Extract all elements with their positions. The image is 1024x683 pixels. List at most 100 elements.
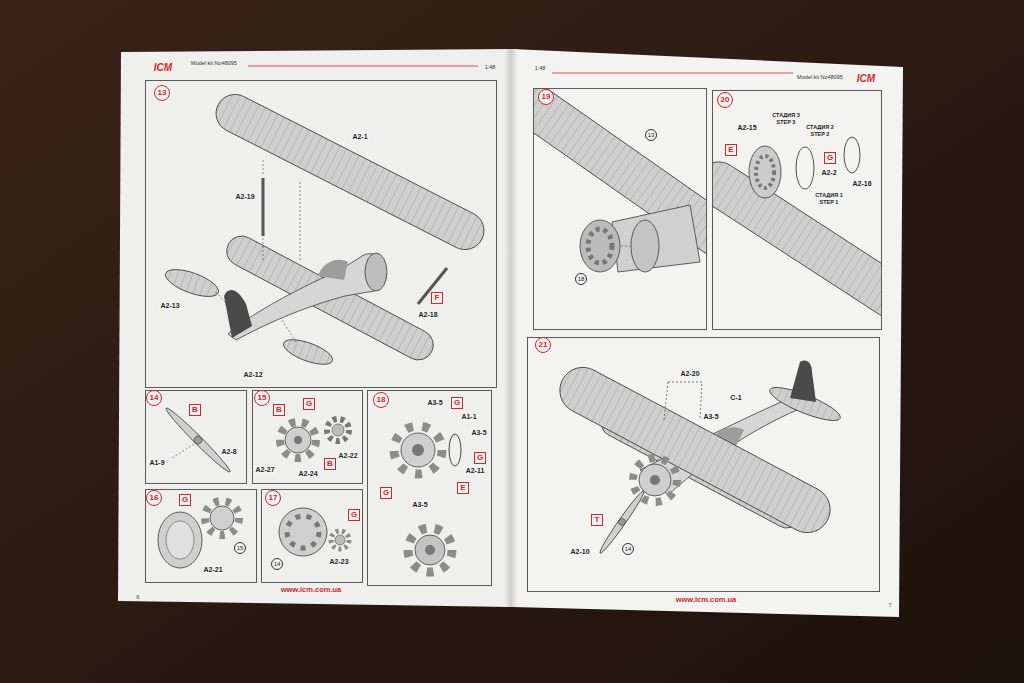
paint-code-box: G bbox=[348, 509, 360, 521]
paint-code: G bbox=[454, 399, 460, 407]
header-text: 1:48 bbox=[535, 65, 546, 71]
step-number: 18 bbox=[373, 392, 389, 408]
part-label: СТАДИЯ 3 bbox=[771, 112, 800, 118]
aircraft-drawing bbox=[533, 88, 707, 272]
engine-drawing bbox=[408, 528, 452, 572]
step-number: 21 bbox=[535, 337, 551, 353]
paint-code-box: G bbox=[303, 398, 315, 410]
step-panel: 14A2-8A1-9B bbox=[145, 390, 247, 484]
aircraft-drawing bbox=[552, 359, 838, 540]
part-label: A2-15 bbox=[736, 124, 757, 132]
aircraft-drawing bbox=[617, 517, 627, 527]
fuselage-and-wings-drawing bbox=[221, 231, 438, 365]
aircraft-drawing bbox=[650, 475, 660, 485]
part-label: A2-12 bbox=[242, 371, 263, 379]
step-panel: 20A2-15СТАДИЯ 3STEP 3СТАДИЯ 2STEP 2A2-2A… bbox=[712, 90, 882, 330]
page-number: 7 bbox=[888, 602, 891, 609]
fuselage-and-wings-drawing bbox=[262, 178, 265, 236]
engine-drawing bbox=[401, 433, 435, 467]
step-panel: 19 13 18 bbox=[533, 88, 707, 330]
fuselage-and-wings-drawing bbox=[162, 264, 221, 302]
engine-drawing bbox=[287, 516, 319, 548]
step-number: 17 bbox=[265, 490, 281, 506]
engine-drawing bbox=[415, 535, 445, 565]
part-label: A2-22 bbox=[337, 452, 358, 460]
header-text: 1:48 bbox=[485, 64, 496, 70]
propeller-drawing bbox=[192, 434, 203, 445]
aircraft-drawing bbox=[597, 489, 646, 555]
website-url: www.icm.com.ua bbox=[676, 596, 737, 605]
part-label: A3-5 bbox=[470, 429, 487, 437]
engine-drawing bbox=[412, 444, 424, 456]
booklet-pages bbox=[118, 49, 903, 617]
part-label: СТАДИЯ 2 bbox=[805, 124, 834, 130]
subassembly-number: 18 bbox=[578, 276, 585, 282]
part-label: A1-9 bbox=[148, 459, 165, 467]
fuselage-and-wings-drawing bbox=[224, 290, 252, 338]
engine-drawing bbox=[394, 426, 461, 572]
step-number: 19 bbox=[538, 89, 554, 105]
fuselage-and-wings-drawing bbox=[210, 88, 491, 256]
part-label: A2-16 bbox=[851, 180, 872, 188]
part-label: A2-13 bbox=[159, 302, 180, 310]
step-panel: 13A2-1A2-19A2-13A2-12A2-18F bbox=[145, 80, 497, 388]
aircraft-drawing bbox=[631, 220, 659, 272]
engine-drawing bbox=[280, 422, 316, 458]
step-panel: 17A2-23G14 bbox=[261, 489, 363, 583]
header-text: Model kit No48095 bbox=[191, 60, 237, 66]
paint-code-box: B bbox=[189, 404, 201, 416]
engine-drawing bbox=[327, 419, 349, 441]
engine-drawing bbox=[425, 545, 435, 555]
step-panel: 21A2-20C-1A3-5A2-10T14 bbox=[527, 337, 880, 592]
paint-code: G bbox=[351, 511, 357, 519]
fuselage-and-wings-drawing bbox=[210, 88, 491, 256]
fuselage-and-wings-drawing bbox=[365, 253, 387, 291]
fuselage-and-wings-drawing bbox=[280, 335, 335, 370]
subassembly-number: 14 bbox=[274, 561, 281, 567]
paint-code: G bbox=[477, 454, 483, 462]
subassembly-ref: 13 bbox=[645, 129, 657, 141]
step-number: 20 bbox=[717, 92, 733, 108]
step-number: 15 bbox=[254, 390, 270, 406]
aircraft-drawing bbox=[844, 137, 860, 173]
aircraft-drawing bbox=[712, 137, 882, 327]
engine-drawing bbox=[327, 419, 349, 441]
paint-code-box: B bbox=[324, 458, 336, 470]
aircraft-drawing bbox=[664, 382, 702, 420]
brand-logo: ICM bbox=[857, 73, 875, 85]
paint-code-box: G bbox=[179, 494, 191, 506]
paint-code: G bbox=[182, 496, 188, 504]
engine-drawing bbox=[166, 521, 194, 559]
fuselage-and-wings-drawing bbox=[300, 182, 301, 262]
part-label: C-1 bbox=[729, 394, 742, 402]
paint-code: B bbox=[276, 406, 282, 414]
booklet-pages bbox=[552, 73, 793, 74]
part-label: A2-10 bbox=[569, 548, 590, 556]
subassembly-ref: 14 bbox=[622, 543, 634, 555]
aircraft-drawing bbox=[749, 146, 781, 198]
aircraft-drawing bbox=[552, 359, 838, 540]
engine-drawing bbox=[394, 426, 442, 474]
aircraft-drawing bbox=[580, 220, 620, 272]
booklet-pages bbox=[118, 49, 512, 607]
subassembly-ref: 18 bbox=[575, 273, 587, 285]
part-label: A2-24 bbox=[297, 470, 318, 478]
aircraft-drawing bbox=[621, 246, 630, 247]
paint-code-box: G bbox=[824, 152, 836, 164]
engine-drawing bbox=[279, 508, 327, 556]
paint-code: G bbox=[827, 154, 833, 162]
part-label: A2-19 bbox=[234, 193, 255, 201]
engine-drawing bbox=[279, 508, 349, 556]
part-label: A2-1 bbox=[351, 133, 368, 141]
engine-drawing bbox=[335, 535, 345, 545]
fuselage-and-wings-drawing bbox=[282, 320, 296, 342]
header-text: Model kit No48095 bbox=[797, 74, 843, 80]
part-label: STEP 2 bbox=[810, 131, 831, 137]
fuselage-and-wings-drawing bbox=[162, 88, 490, 369]
part-label: A1-1 bbox=[460, 413, 477, 421]
